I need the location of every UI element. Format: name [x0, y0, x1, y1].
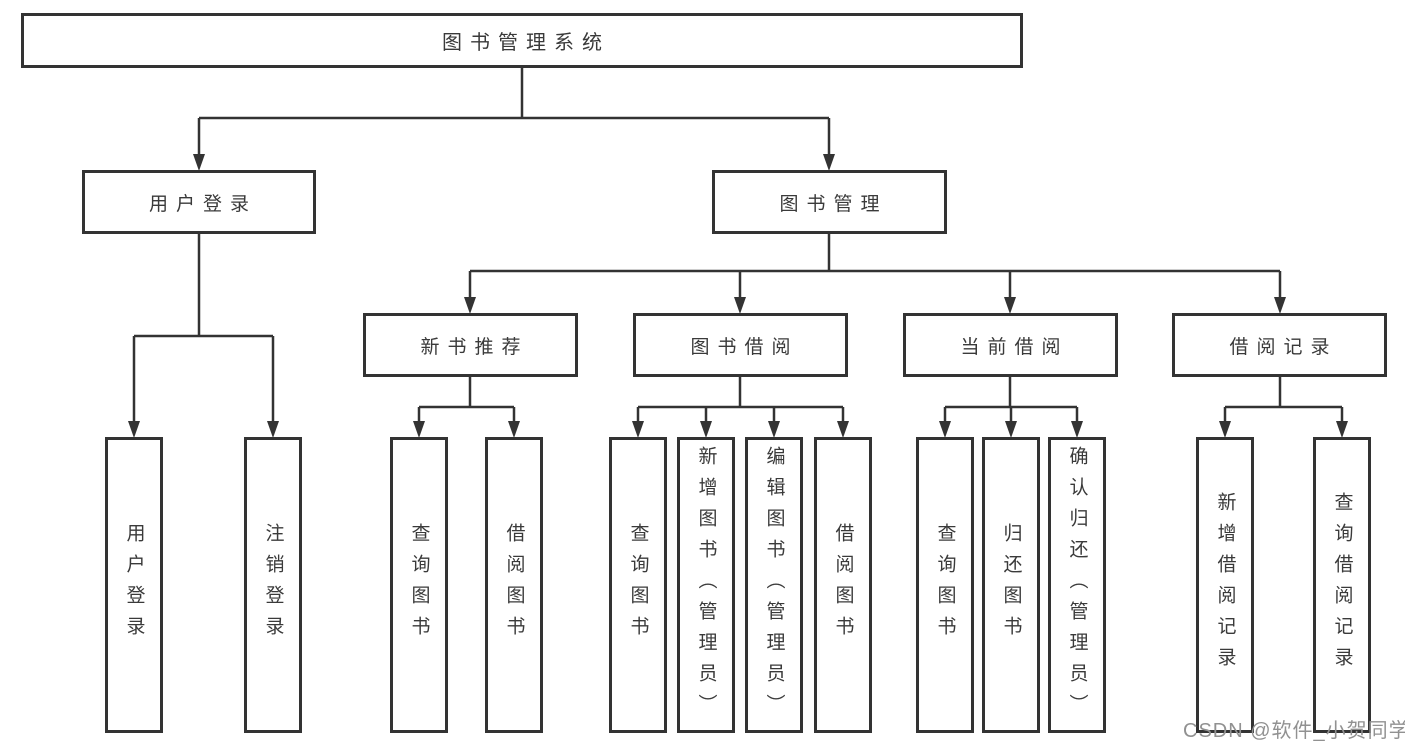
node-label: 查询图书: [408, 523, 430, 647]
node-label: 新增借阅记录: [1214, 492, 1236, 678]
tree-edges: [132, 68, 1344, 424]
node-current-borrowing: 当前借阅: [903, 313, 1118, 377]
node-label: 用户登录: [123, 523, 145, 647]
leaf-query-books-borrow: 查询图书: [609, 437, 667, 733]
leaf-confirm-return-admin: 确认归还（管理员）: [1048, 437, 1106, 733]
leaf-add-borrow-record: 新增借阅记录: [1196, 437, 1254, 733]
node-user-login: 用户登录: [82, 170, 316, 234]
leaf-add-books-admin: 新增图书（管理员）: [677, 437, 735, 733]
node-library-management-system: 图书管理系统: [21, 13, 1023, 68]
node-label: 确认归还（管理员）: [1066, 445, 1088, 725]
arrowheads: [128, 154, 1348, 438]
leaf-logout: 注销登录: [244, 437, 302, 733]
leaf-edit-books-admin: 编辑图书（管理员）: [745, 437, 803, 733]
node-label: 新书推荐: [420, 336, 529, 358]
csdn-watermark: CSDN @软件_小贺同学: [1183, 720, 1405, 742]
node-label: 查询借阅记录: [1331, 492, 1353, 678]
leaf-query-borrow-record: 查询借阅记录: [1313, 437, 1371, 733]
node-label: 编辑图书（管理员）: [763, 445, 785, 725]
leaf-return-books: 归还图书: [982, 437, 1040, 733]
leaf-query-books-current: 查询图书: [916, 437, 974, 733]
node-label: 归还图书: [1000, 523, 1022, 647]
node-label: 注销登录: [262, 523, 284, 647]
node-label: 图书管理系统: [442, 32, 610, 54]
node-borrowing-records: 借阅记录: [1172, 313, 1387, 377]
leaf-borrow-books-recommend: 借阅图书: [485, 437, 543, 733]
leaf-user-login: 用户登录: [105, 437, 163, 733]
node-label: 图书借阅: [690, 336, 799, 358]
node-new-book-recommendation: 新书推荐: [363, 313, 578, 377]
node-label: 查询图书: [627, 523, 649, 647]
node-label: 借阅记录: [1229, 336, 1338, 358]
node-label: 用户登录: [148, 193, 257, 215]
node-book-borrowing: 图书借阅: [633, 313, 848, 377]
node-label: 借阅图书: [832, 523, 854, 647]
node-book-management: 图书管理: [712, 170, 947, 234]
node-label: 图书管理: [779, 193, 888, 215]
node-label: 当前借阅: [960, 336, 1069, 358]
node-label: 借阅图书: [503, 523, 525, 647]
node-label: 新增图书（管理员）: [695, 445, 717, 725]
leaf-query-books-recommend: 查询图书: [390, 437, 448, 733]
leaf-borrow-books: 借阅图书: [814, 437, 872, 733]
node-label: 查询图书: [934, 523, 956, 647]
